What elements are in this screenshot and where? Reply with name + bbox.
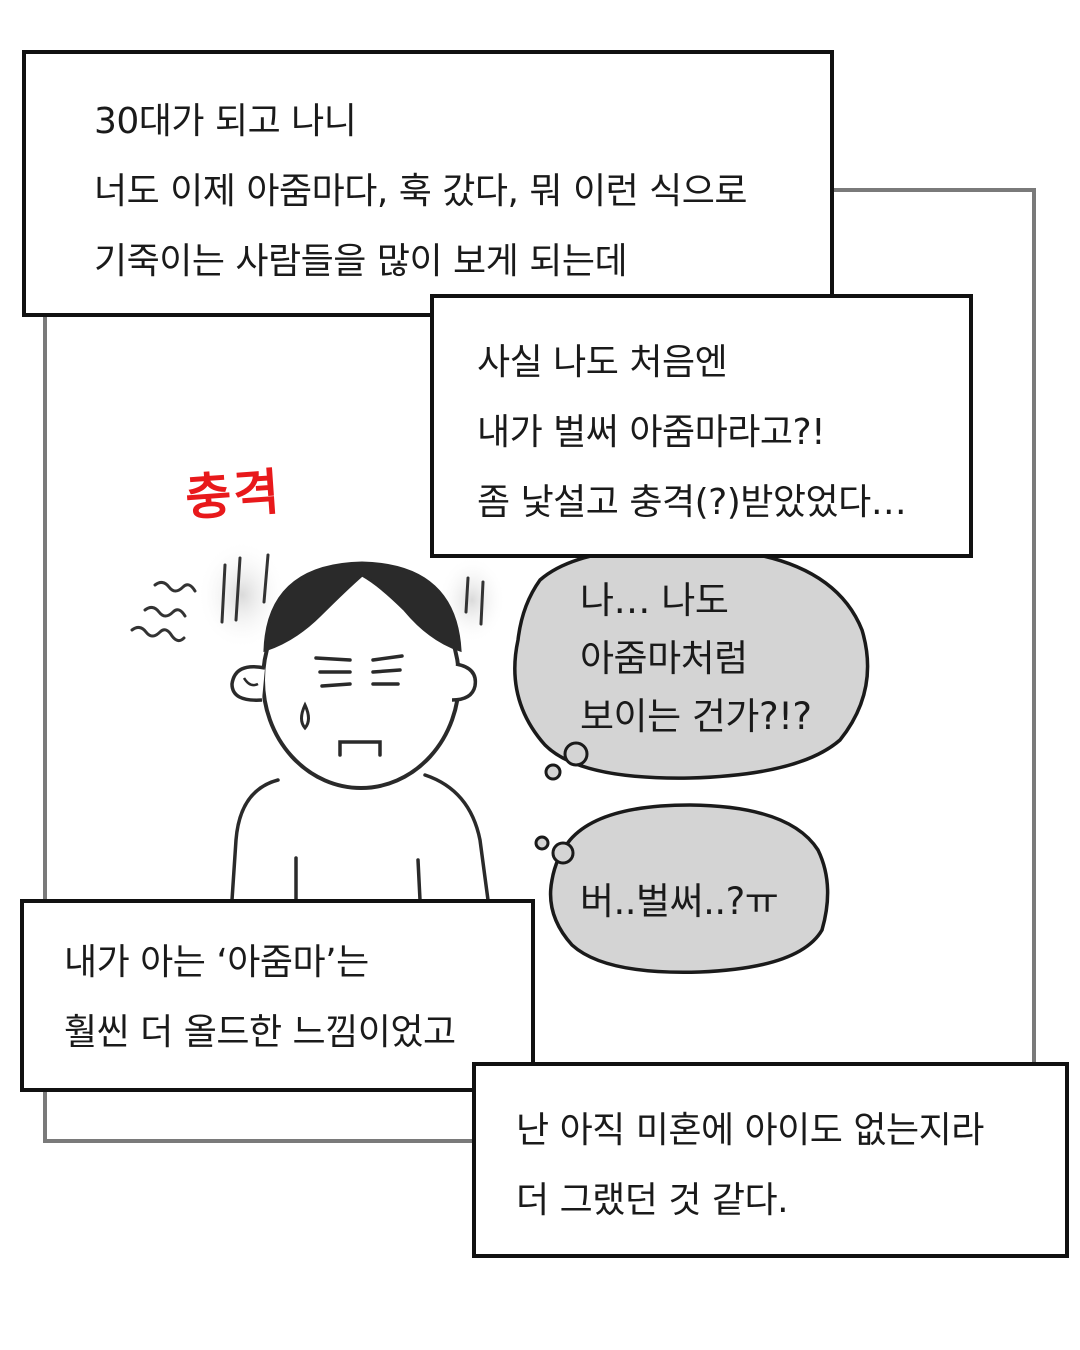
thought-bubble-small bbox=[548, 803, 830, 975]
caption-line: 난 아직 미혼에 아이도 없는지라 bbox=[516, 1110, 984, 1151]
thought-dot bbox=[544, 763, 562, 781]
right-ear bbox=[451, 662, 478, 702]
caption-line: 30대가 되고 나니 bbox=[94, 101, 357, 142]
thought-dot bbox=[551, 841, 575, 865]
caption-line: 사실 나도 처음엔 bbox=[477, 342, 728, 383]
caption-line: 좀 낯설고 충격(?)받았었다… bbox=[477, 482, 907, 523]
caption-line: 더 그랬던 것 같다. bbox=[516, 1180, 789, 1221]
caption-line: 내가 아는 ‘아줌마’는 bbox=[64, 942, 369, 983]
sweat-drop-icon bbox=[300, 701, 310, 731]
thought-line: 보이는 건가?!? bbox=[580, 695, 812, 738]
shock-glow-left bbox=[197, 540, 287, 650]
caption-line: 너도 이제 아줌마다, 훅 갔다, 뭐 이런 식으로 bbox=[94, 171, 748, 212]
thought-text-small: 버..벌써..?ㅠ bbox=[580, 873, 779, 931]
sfx-shock-text: 충격 bbox=[183, 462, 284, 528]
shock-lines bbox=[220, 553, 485, 626]
caption-box-right: 사실 나도 처음엔 내가 벌써 아줌마라고?! 좀 낯설고 충격(?)받았었다… bbox=[430, 294, 973, 558]
caption-box-bottom-right: 난 아직 미혼에 아이도 없는지라 더 그랬던 것 같다. bbox=[472, 1062, 1069, 1258]
thought-text-large: 나… 나도 아줌마처럼 보이는 건가?!? bbox=[580, 572, 812, 746]
thought-line: 아줌마처럼 bbox=[580, 637, 748, 680]
character-hair bbox=[263, 561, 462, 653]
thought-line: 버..벌써..?ㅠ bbox=[580, 880, 779, 923]
character-mouth bbox=[338, 740, 382, 757]
character bbox=[230, 773, 490, 902]
thought-dot bbox=[534, 835, 550, 851]
caption-box-bottom-left: 내가 아는 ‘아줌마’는 훨씬 더 올드한 느낌이었고 bbox=[20, 899, 535, 1092]
caption-line: 내가 벌써 아줌마라고?! bbox=[477, 412, 826, 453]
shiver-lines bbox=[130, 580, 197, 643]
caption-line: 훨씬 더 올드한 느낌이었고 bbox=[64, 1012, 456, 1053]
caption-line: 기죽이는 사람들을 많이 보게 되는데 bbox=[94, 241, 628, 282]
caption-box-top: 30대가 되고 나니 너도 이제 아줌마다, 훅 갔다, 뭐 이런 식으로 기죽… bbox=[22, 50, 834, 317]
thought-line: 나… 나도 bbox=[580, 579, 729, 622]
character-eyes bbox=[314, 654, 404, 688]
thought-dot bbox=[563, 741, 589, 767]
